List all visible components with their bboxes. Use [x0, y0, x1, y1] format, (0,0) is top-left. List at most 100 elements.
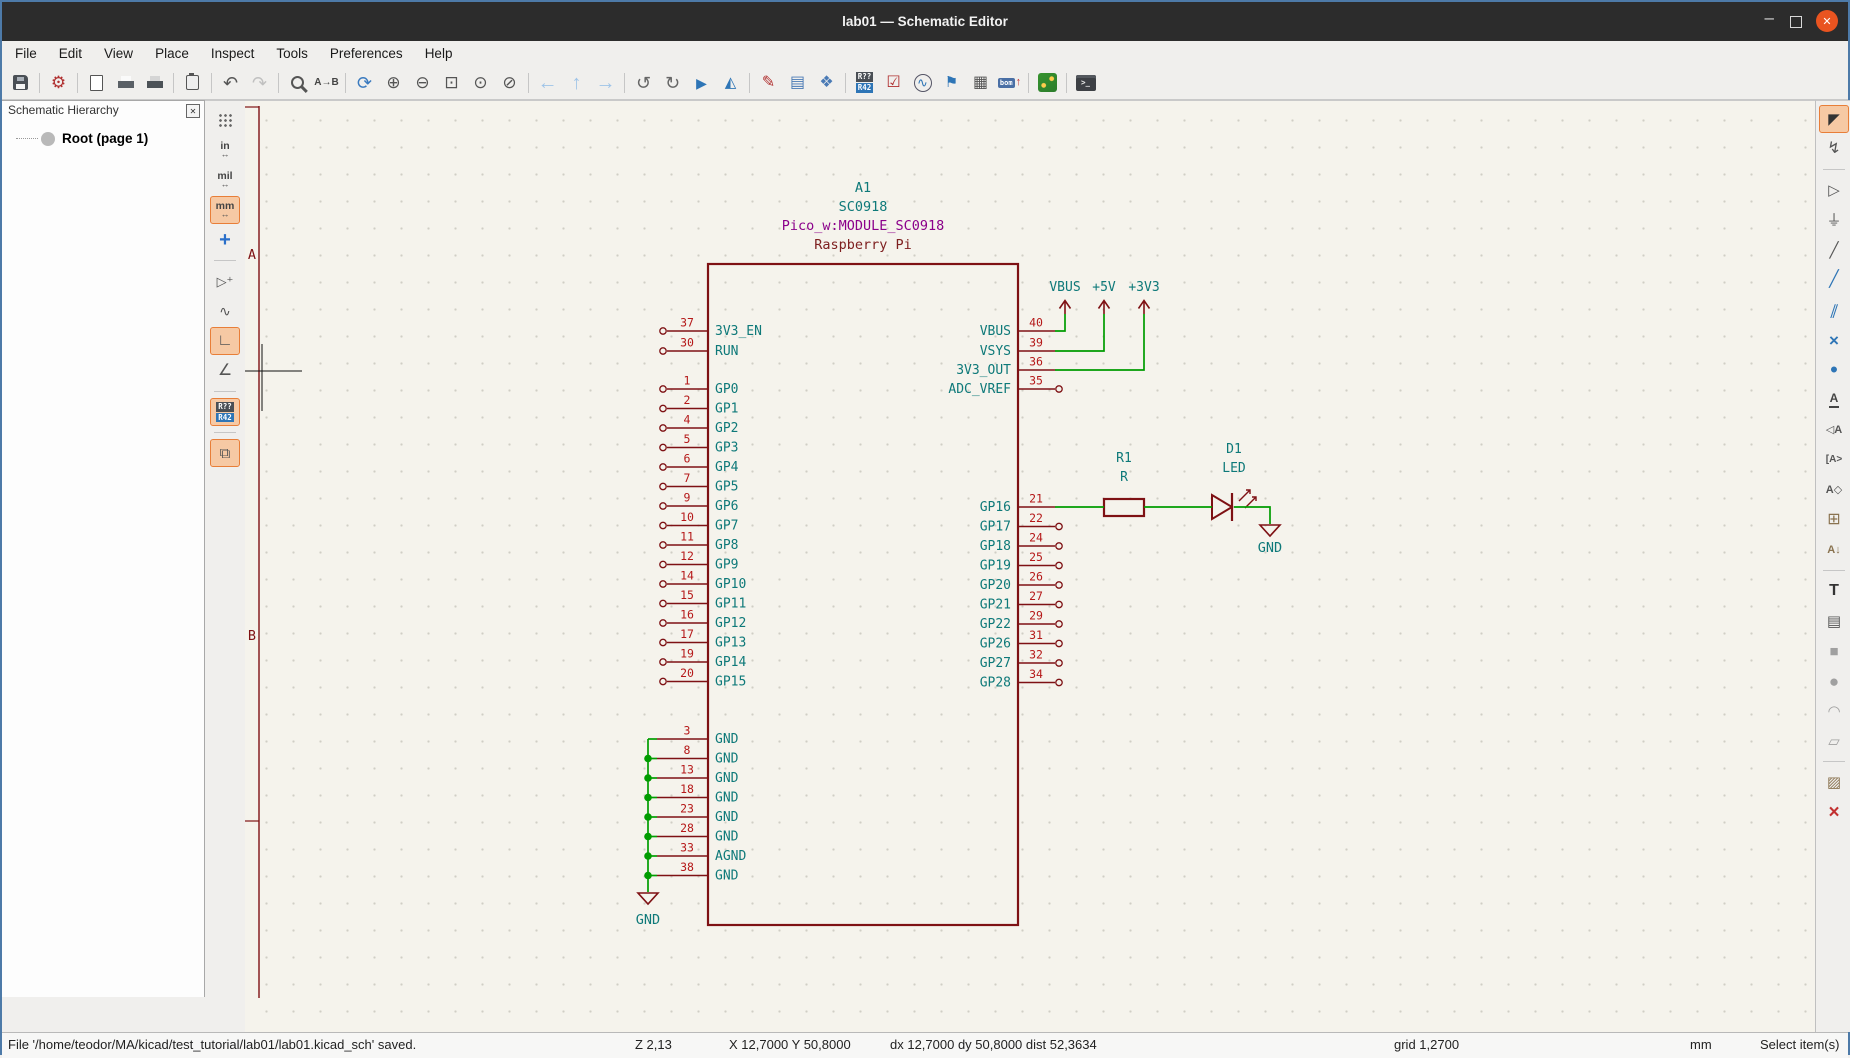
pin-number[interactable]: 13 — [680, 763, 694, 777]
refresh-button[interactable]: ⟳ — [351, 70, 378, 96]
pin-number[interactable]: 14 — [680, 569, 694, 583]
gnd-symbol[interactable] — [1258, 524, 1282, 538]
pin-name[interactable]: ADC_VREF — [948, 382, 1011, 397]
resistor-value[interactable]: R — [1120, 470, 1128, 485]
edit-fields-table-button[interactable]: ▦ — [967, 70, 994, 96]
pin-number[interactable]: 23 — [680, 802, 694, 816]
led-triangle[interactable] — [1211, 493, 1234, 521]
units-inches-button[interactable]: in↔ — [210, 136, 240, 164]
pin-name[interactable]: GP0 — [715, 382, 738, 397]
rotate-ccw-button[interactable]: ↺ — [630, 70, 657, 96]
menu-view[interactable]: View — [104, 46, 134, 61]
sheet-row-label[interactable]: B — [248, 628, 256, 644]
menu-preferences[interactable]: Preferences — [329, 46, 403, 61]
delete-tool-button[interactable]: × — [1819, 798, 1849, 826]
pin-name[interactable]: GP18 — [980, 539, 1011, 554]
add-text-box-button[interactable]: ▤ — [1819, 607, 1849, 635]
pin-name[interactable]: GP12 — [715, 616, 746, 631]
redo-button[interactable]: ↷ — [246, 70, 273, 96]
resistor-body[interactable] — [1102, 497, 1146, 518]
pin-number[interactable]: 18 — [680, 782, 694, 796]
pico-value[interactable]: SC0918 — [839, 199, 888, 215]
hierarchy-root-item[interactable]: Root (page 1) — [16, 131, 204, 146]
draw-rectangle-button[interactable]: ■ — [1819, 637, 1849, 665]
junction-dot[interactable] — [644, 832, 652, 841]
generate-bom-button[interactable]: bom↑ — [996, 70, 1023, 96]
wire-to-bus-entry-button[interactable]: ∥ — [1819, 296, 1849, 324]
add-image-button[interactable]: ▨ — [1819, 768, 1849, 796]
pin-number[interactable]: 9 — [684, 491, 691, 505]
mirror-horizontal-button[interactable]: ◭ — [717, 70, 744, 96]
select-tool-button[interactable]: ◤ — [1819, 105, 1849, 133]
global-label-button[interactable]: ◁A — [1819, 416, 1849, 444]
pin-name[interactable]: GP2 — [715, 421, 738, 436]
pin-number[interactable]: 22 — [1029, 511, 1043, 525]
save-button[interactable] — [7, 70, 34, 96]
pin-name[interactable]: GP28 — [980, 676, 1011, 691]
mirror-vertical-button[interactable]: ▶ — [688, 70, 715, 96]
pin-number[interactable]: 25 — [1029, 550, 1043, 564]
sheet-row-label[interactable]: A — [248, 247, 256, 263]
pin-number[interactable]: 37 — [680, 316, 694, 330]
pin-number[interactable]: 16 — [680, 608, 694, 622]
pin-number[interactable]: 17 — [680, 627, 694, 641]
wire-45-mode-button[interactable]: ∠ — [210, 357, 240, 385]
pin-number[interactable]: 8 — [684, 743, 691, 757]
pin-name[interactable]: GP27 — [980, 656, 1011, 671]
menu-help[interactable]: Help — [424, 46, 453, 61]
zoom-selection-button[interactable]: ⊘ — [496, 70, 523, 96]
pin-number[interactable]: 11 — [680, 530, 694, 544]
junction-dot[interactable] — [644, 793, 652, 802]
pin-number[interactable]: 32 — [1029, 648, 1043, 662]
wire[interactable] — [1055, 314, 1066, 332]
zoom-in-button[interactable]: ⊕ — [380, 70, 407, 96]
pin-number[interactable]: 30 — [680, 336, 694, 350]
maximize-button[interactable] — [1790, 16, 1802, 28]
power-flag-arrow[interactable] — [1097, 299, 1111, 309]
pin-number[interactable]: 6 — [684, 452, 691, 466]
pin-name[interactable]: GP8 — [715, 538, 738, 553]
pin-number[interactable]: 40 — [1029, 316, 1043, 330]
pin-number[interactable]: 29 — [1029, 609, 1043, 623]
import-sheet-pin-button[interactable]: A↓ — [1819, 536, 1849, 564]
junction-dot[interactable] — [644, 754, 652, 763]
units-mm-button[interactable]: mm↔ — [210, 196, 240, 224]
plot-button[interactable] — [141, 70, 168, 96]
netclass-directive-button[interactable]: A◇ — [1819, 476, 1849, 504]
add-text-button[interactable]: T — [1819, 577, 1849, 605]
pin-name[interactable]: GP1 — [715, 402, 738, 417]
pin-number[interactable]: 24 — [1029, 531, 1043, 545]
pin-name[interactable]: GP20 — [980, 578, 1011, 593]
pin-name[interactable]: GND — [715, 771, 739, 786]
pin-number[interactable]: 1 — [684, 374, 691, 388]
nav-forward-button[interactable]: → — [592, 70, 619, 96]
pin-name[interactable]: GP17 — [980, 520, 1011, 535]
crosshair-style-button[interactable]: + — [210, 226, 240, 254]
pin-number[interactable]: 7 — [684, 471, 691, 485]
wire-90-mode-button[interactable]: ∟ — [210, 327, 240, 355]
erc-button[interactable]: ☑ — [880, 70, 907, 96]
pin-number[interactable]: 28 — [680, 821, 694, 835]
power-flag-arrow[interactable] — [1058, 299, 1072, 309]
page-settings-button[interactable]: ⚙ — [45, 70, 72, 96]
pin-name[interactable]: GP26 — [980, 637, 1011, 652]
junction-dot[interactable] — [644, 774, 652, 782]
hierarchical-label-button[interactable]: [A> — [1819, 446, 1849, 474]
pin-number[interactable]: 26 — [1029, 570, 1043, 584]
gnd-label[interactable]: GND — [1258, 540, 1282, 556]
pin-number[interactable]: 36 — [1029, 355, 1043, 369]
menu-file[interactable]: File — [15, 46, 37, 61]
pico-symbol-body[interactable] — [706, 262, 1020, 927]
junction-dot[interactable] — [644, 871, 652, 880]
pin-name[interactable]: VBUS — [980, 324, 1011, 339]
pin-name[interactable]: 3V3_OUT — [956, 363, 1011, 378]
pin-number[interactable]: 5 — [684, 432, 691, 446]
draw-bus-button[interactable]: ╱ — [1819, 266, 1849, 294]
pin-name[interactable]: GND — [715, 791, 739, 806]
undo-button[interactable]: ↶ — [217, 70, 244, 96]
pin-name[interactable]: GP7 — [715, 519, 738, 534]
new-sheet-button[interactable] — [83, 70, 110, 96]
pin-name[interactable]: GP6 — [715, 499, 738, 514]
led-reference[interactable]: D1 — [1226, 442, 1242, 457]
units-mils-button[interactable]: mil↔ — [210, 166, 240, 194]
